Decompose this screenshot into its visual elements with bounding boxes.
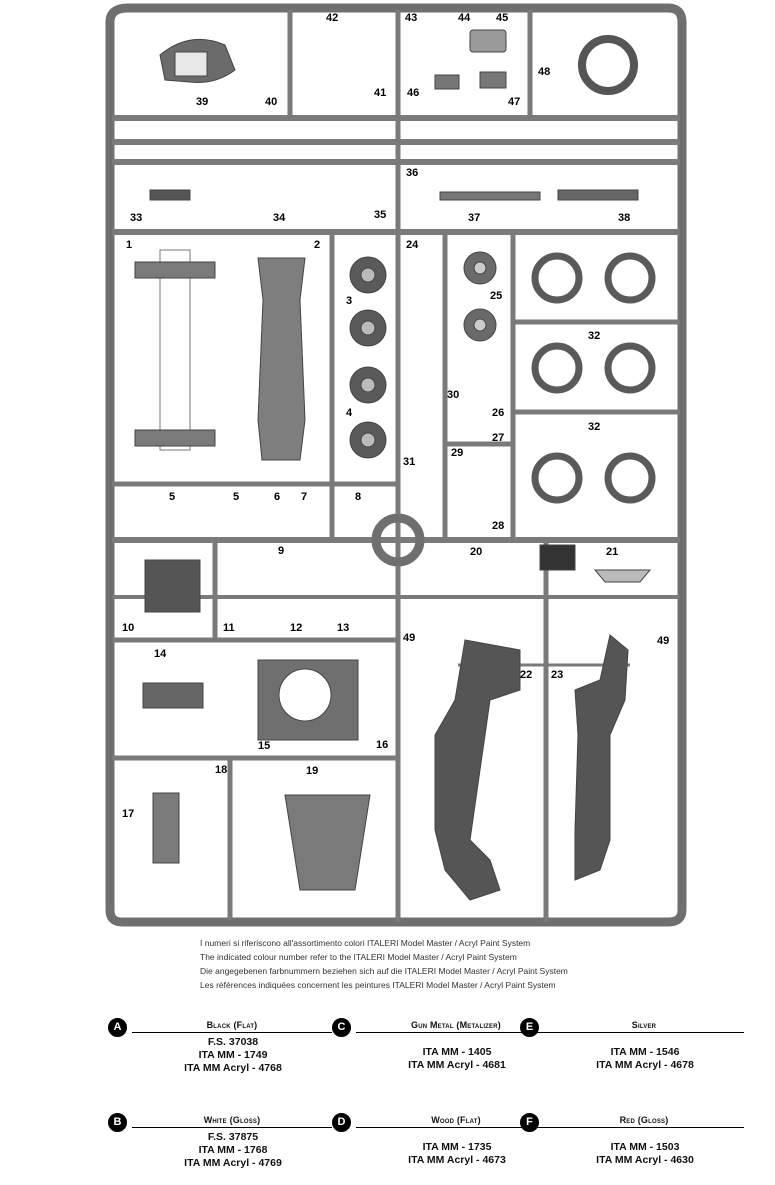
paint-letter-badge: D: [332, 1113, 351, 1132]
part-number-35: 35: [374, 209, 386, 221]
part-number-25: 25: [490, 290, 502, 302]
paint-code: ITA MM - 1546: [610, 1046, 680, 1058]
part-number-21: 21: [606, 546, 618, 558]
sprue-parts: [134, 29, 656, 901]
sprue-frame: [105, 3, 687, 927]
sprue-runners: [112, 10, 680, 922]
paint-name: Red (Gloss): [544, 1115, 744, 1128]
part-number-14: 14: [154, 648, 167, 660]
part-number-39: 39: [196, 96, 208, 108]
part-number-3: 3: [346, 295, 352, 307]
paint-letter-badge: E: [520, 1018, 539, 1037]
paint-code: ITA MM Acryl - 4681: [408, 1059, 506, 1071]
part-number-27: 27: [492, 432, 504, 444]
part-number-32: 32: [588, 421, 600, 433]
paint-codes: ITA MM - 1546 ITA MM Acryl - 4678: [540, 1046, 750, 1072]
paint-note-english: The indicated colour number refer to the…: [200, 952, 517, 962]
paint-letter-badge: B: [108, 1113, 127, 1132]
part-number-5: 5: [233, 491, 239, 503]
paint-code: F.S. 37875: [207, 1131, 259, 1143]
paint-name: Gun Metal (Metalizer): [356, 1020, 556, 1033]
part-number-16: 16: [376, 739, 388, 751]
part-number-12: 12: [290, 622, 302, 634]
sprue-hub: [371, 513, 425, 567]
part-number-13: 13: [337, 622, 349, 634]
part-number-17: 17: [122, 808, 134, 820]
part-number-41: 41: [374, 87, 386, 99]
paint-code: ITA MM Acryl - 4673: [408, 1154, 506, 1166]
paint-letter-badge: C: [332, 1018, 351, 1037]
part-number-29: 29: [451, 447, 463, 459]
paint-name: Black (Flat): [132, 1020, 332, 1033]
paint-codes: F.S. 37038 ITA MM - 1749 ITA MM Acryl - …: [128, 1036, 338, 1075]
part-number-18: 18: [215, 764, 227, 776]
part-number-15: 15: [258, 740, 270, 752]
part-number-26: 26: [492, 407, 504, 419]
paint-code: ITA MM - 1735: [422, 1141, 492, 1153]
part-number-40: 40: [265, 96, 277, 108]
part-number-33: 33: [130, 212, 142, 224]
part-number-38: 38: [618, 212, 630, 224]
part-number-8: 8: [355, 491, 361, 503]
part-number-5: 5: [169, 491, 175, 503]
part-number-20: 20: [470, 546, 482, 558]
part-number-46: 46: [407, 87, 419, 99]
paint-code: F.S. 37038: [207, 1036, 259, 1048]
paint-codes: F.S. 37875 ITA MM - 1768 ITA MM Acryl - …: [128, 1131, 338, 1170]
part-number-30: 30: [447, 389, 459, 401]
part-number-9: 9: [278, 545, 284, 557]
part-number-47: 47: [508, 96, 520, 108]
part-number-45: 45: [496, 12, 508, 24]
part-number-42: 42: [326, 12, 338, 24]
part-number-6: 6: [274, 491, 280, 503]
paint-code: ITA MM Acryl - 4678: [596, 1059, 694, 1071]
paint-name: Silver: [544, 1020, 744, 1033]
paint-codes: ITA MM - 1405 ITA MM Acryl - 4681: [352, 1046, 562, 1072]
paint-code: ITA MM Acryl - 4768: [184, 1062, 282, 1074]
paint-codes: ITA MM - 1735 ITA MM Acryl - 4673: [352, 1141, 562, 1167]
part-number-49: 49: [403, 632, 415, 644]
paint-note-italian: I numeri si riferiscono all'assortimento…: [200, 938, 531, 948]
part-number-10: 10: [122, 622, 134, 634]
part-number-48: 48: [538, 66, 550, 78]
part-number-11: 11: [223, 622, 235, 634]
paint-code: ITA MM - 1749: [198, 1049, 268, 1061]
paint-note-french: Les références indiquées concernent les …: [200, 980, 556, 990]
paint-code: ITA MM Acryl - 4630: [596, 1154, 694, 1166]
paint-code: ITA MM Acryl - 4769: [184, 1157, 282, 1169]
part-number-22: 22: [520, 669, 532, 681]
part-number-32: 32: [588, 330, 600, 342]
part-number-23: 23: [551, 669, 563, 681]
paint-name: White (Gloss): [132, 1115, 332, 1128]
part-number-43: 43: [405, 12, 417, 24]
part-number-31: 31: [403, 456, 415, 468]
part-number-19: 19: [306, 765, 318, 777]
paint-code: ITA MM - 1768: [198, 1144, 268, 1156]
part-number-34: 34: [273, 212, 286, 224]
part-number-36: 36: [406, 167, 418, 179]
paint-codes: ITA MM - 1503 ITA MM Acryl - 4630: [540, 1141, 750, 1167]
part-number-49: 49: [657, 635, 669, 647]
paint-name: Wood (Flat): [356, 1115, 556, 1128]
part-number-7: 7: [301, 491, 307, 503]
part-number-37: 37: [468, 212, 480, 224]
paint-note-german: Die angegebenen farbnummern beziehen sic…: [200, 966, 568, 976]
paint-letter-badge: A: [108, 1018, 127, 1037]
part-number-2: 2: [314, 239, 320, 251]
paint-letter-badge: F: [520, 1113, 539, 1132]
paint-code: ITA MM - 1503: [610, 1141, 680, 1153]
part-number-44: 44: [458, 12, 471, 24]
part-number-4: 4: [346, 407, 353, 419]
part-number-24: 24: [406, 239, 419, 251]
part-number-28: 28: [492, 520, 504, 532]
paint-code: ITA MM - 1405: [422, 1046, 492, 1058]
part-number-1: 1: [126, 239, 132, 251]
